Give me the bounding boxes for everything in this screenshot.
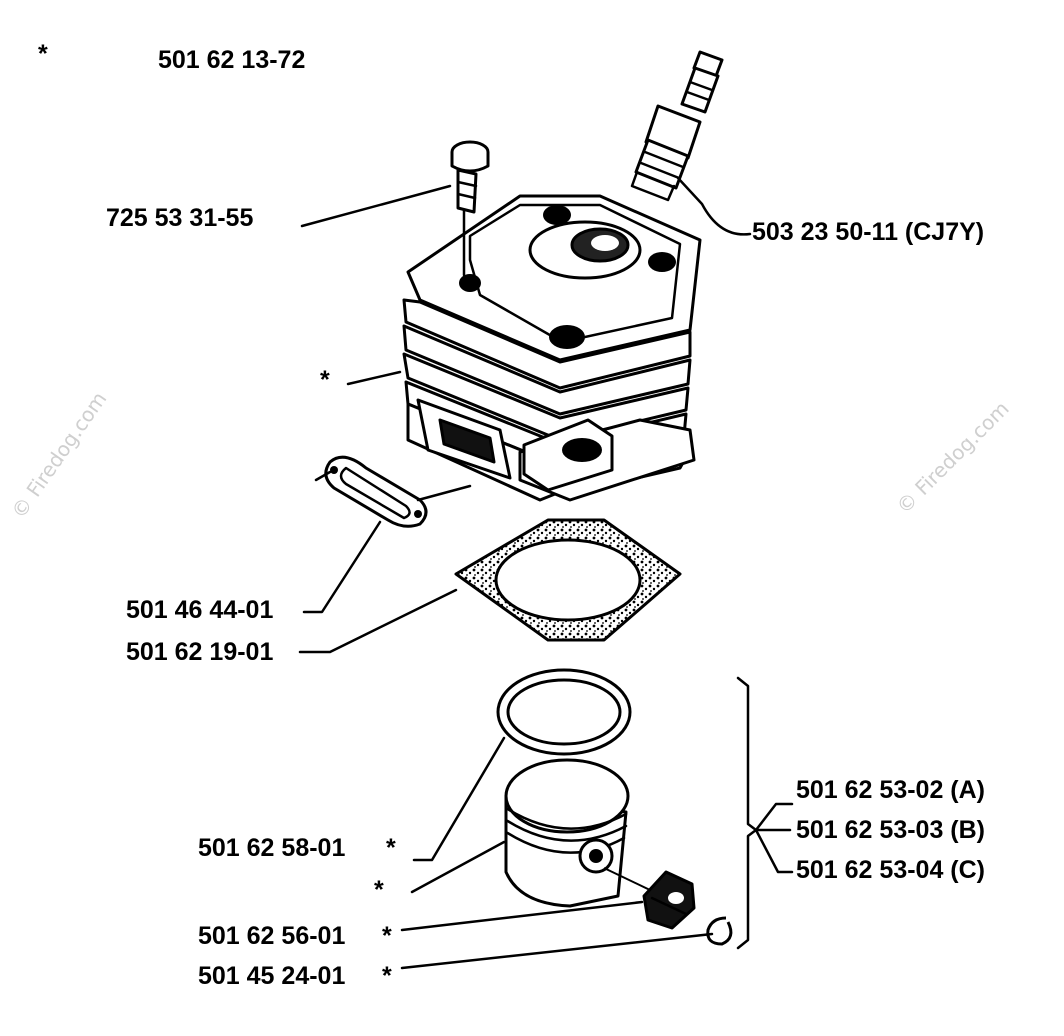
cylinder-drawing xyxy=(402,194,702,502)
kit-part-number: 501 62 13-72 xyxy=(158,46,305,74)
label-piston-ring: 501 62 58-01 xyxy=(198,834,345,862)
label-needle-bearing-asterisk: * xyxy=(382,922,392,950)
header-asterisk: * xyxy=(38,40,48,68)
label-spark-plug: 503 23 50-11 (CJ7Y) xyxy=(752,218,984,246)
piston-drawing xyxy=(504,758,651,908)
label-piston-kit-b: 501 62 53-03 (B) xyxy=(796,816,985,844)
label-cylinder-asterisk: * xyxy=(320,366,330,394)
circlip-drawing xyxy=(706,916,733,946)
label-piston-kit-c: 501 62 53-04 (C) xyxy=(796,856,985,884)
spark-plug-drawing xyxy=(630,50,724,202)
label-muffler-gasket: 501 46 44-01 xyxy=(126,596,273,624)
label-piston-ring-asterisk: * xyxy=(386,834,396,862)
muffler-gasket-drawing xyxy=(324,455,428,528)
watermark-right: © Firedog.com xyxy=(892,396,1014,518)
label-circlip-asterisk: * xyxy=(382,962,392,990)
label-piston-asterisk: * xyxy=(374,876,384,904)
label-cylinder-gasket: 501 62 19-01 xyxy=(126,638,273,666)
label-needle-bearing: 501 62 56-01 xyxy=(198,922,345,950)
watermark-left: © Firedog.com xyxy=(6,387,111,523)
cylinder-gasket-drawing xyxy=(454,518,682,642)
needle-bearing-drawing xyxy=(642,870,696,930)
piston-ring-drawing xyxy=(496,668,632,756)
screw-drawing xyxy=(450,140,490,214)
label-screw: 725 53 31-55 xyxy=(106,204,253,232)
label-piston-kit-a: 501 62 53-02 (A) xyxy=(796,776,985,804)
label-circlip: 501 45 24-01 xyxy=(198,962,345,990)
leader-lines xyxy=(298,176,794,970)
